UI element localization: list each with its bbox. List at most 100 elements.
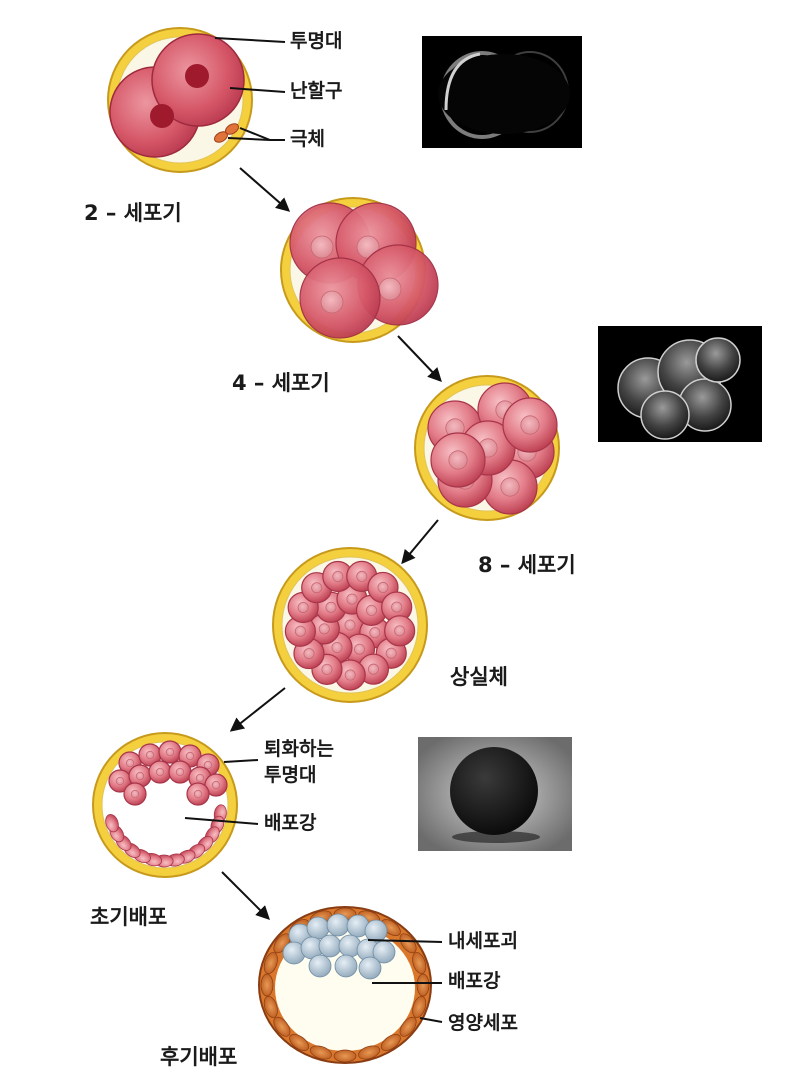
- eight-cell-blastomere-8-nucleus: [520, 415, 540, 435]
- micrograph-early-blastocyst-shadow: [452, 831, 540, 843]
- morula-cell-20-nucleus: [391, 601, 403, 613]
- morula-cell-11-nucleus: [344, 669, 356, 681]
- arrow-2-to-4-cell: [239, 167, 291, 212]
- morula-cell-3-nucleus: [353, 643, 365, 655]
- early-blastocyst-inner-cell-10-nucleus: [195, 773, 205, 783]
- morula-cell-14-nucleus: [294, 625, 306, 637]
- leader-blastomere: [229, 87, 286, 93]
- micrograph-4-cell-blob-5: [695, 337, 741, 383]
- stage-label-early-blastocyst: 초기배포: [90, 905, 168, 929]
- trophoblast-cell-19: [399, 933, 417, 954]
- inner-cell-mass-cell-3: [326, 913, 350, 937]
- morula-cell-8-nucleus: [365, 604, 377, 616]
- early-blastocyst-inner-cell-12-nucleus: [130, 789, 140, 799]
- four-cell-nucleus-c: [378, 277, 402, 301]
- morula-cell-19-nucleus: [377, 581, 389, 593]
- trophoblast-cell-8: [289, 1034, 310, 1051]
- leader-inner-cell-mass: [367, 939, 443, 943]
- morula-cell-9-nucleus: [385, 647, 397, 659]
- two-cell-nucleus-right: [185, 64, 209, 88]
- trophoblast-cell-5: [358, 1045, 381, 1060]
- trophoblast-cell-3: [399, 1016, 417, 1037]
- morula-cell-12-nucleus: [321, 663, 333, 675]
- morula-cell-15-nucleus: [297, 601, 309, 613]
- inner-cell-mass-cell-13: [334, 954, 358, 978]
- early-blastocyst-inner-cell-1-nucleus: [125, 758, 135, 768]
- four-cell-nucleus-a: [310, 235, 334, 259]
- early-blastocyst-inner-cell-2-nucleus: [145, 750, 155, 760]
- morula-cell-6-nucleus: [325, 601, 337, 613]
- micrograph-2-cell-highlight: [444, 52, 481, 111]
- early-blastocyst-inner-cell-4-nucleus: [185, 751, 195, 761]
- trophoblast-cell-7: [309, 1045, 332, 1060]
- trophoblast-cell-9: [273, 1016, 291, 1037]
- leader-trophoblast: [419, 1017, 443, 1023]
- early-blastocyst-inner-cell-7-nucleus: [135, 771, 145, 781]
- morula-cell-18-nucleus: [356, 570, 368, 582]
- stage-label-2-cell: 2 – 세포기: [84, 201, 182, 225]
- morula-cell-4-nucleus: [331, 642, 343, 654]
- trophoblast-cell-18: [380, 919, 401, 936]
- arrow-4-to-8-cell: [397, 335, 442, 383]
- eight-cell-blastomere-4-nucleus: [500, 477, 520, 497]
- inner-cell-mass-cell-8: [318, 934, 342, 958]
- leader-zona-pellucida: [214, 37, 286, 43]
- label-trophoblast: 영양세포: [448, 1012, 518, 1034]
- label-polar-bodies: 극체: [290, 128, 325, 150]
- arrow-8-cell-to-morula: [401, 519, 439, 565]
- stage-label-8-cell: 8 – 세포기: [478, 553, 576, 577]
- trophoblast-cell-4: [380, 1034, 401, 1051]
- morula-cell-13-nucleus: [303, 648, 315, 660]
- label-degenerating-zona-1: 퇴화하는: [264, 738, 334, 760]
- polar-body-2: [225, 123, 239, 135]
- early-blastocyst-inner-cell-9-nucleus: [175, 767, 185, 777]
- eight-cell-blastomere-7-nucleus: [448, 450, 468, 470]
- early-blastocyst-inner-cell-8-nucleus: [155, 767, 165, 777]
- micrograph-4-cell-blob-4: [640, 390, 690, 440]
- label-inner-cell-mass: 내세포괴: [448, 930, 518, 952]
- morula-cell-17-nucleus: [332, 571, 344, 583]
- morula-cell-7-nucleus: [346, 593, 358, 605]
- leader-blastocoel-early: [184, 817, 259, 825]
- label-zona-pellucida: 투명대: [290, 30, 343, 52]
- leader-polar-body-1: [239, 127, 271, 141]
- early-blastocyst-inner-cell-11-nucleus: [211, 780, 221, 790]
- trophoblast-cell-11: [260, 973, 274, 997]
- arrow-morula-to-early-blastocyst: [229, 687, 286, 732]
- trophoblast-cell-20: [412, 952, 427, 975]
- early-blastocyst-inner-cell-13-nucleus: [193, 789, 203, 799]
- trophoblast-cell-12: [263, 952, 278, 975]
- trophoblast-cell-10: [263, 995, 278, 1018]
- morula-cell-16-nucleus: [311, 582, 323, 594]
- arrow-early-to-late-blastocyst: [221, 871, 270, 920]
- four-cell-nucleus-d: [320, 290, 344, 314]
- label-blastomere: 난할구: [290, 80, 343, 102]
- label-blastocoel-early: 배포강: [264, 812, 317, 834]
- micrograph-2-cell-body: [438, 54, 570, 134]
- trophoblast-cell-6: [333, 1049, 357, 1063]
- inner-cell-mass-cell-14: [358, 956, 382, 980]
- early-blastocyst-inner-cell-3-nucleus: [165, 747, 175, 757]
- early-blastocyst-inner-cell-6-nucleus: [115, 776, 125, 786]
- inner-cell-mass-cell-12: [308, 954, 332, 978]
- label-degenerating-zona-2: 투명대: [264, 764, 317, 786]
- leader-degenerating-zona: [223, 759, 259, 763]
- morula-cell-2-nucleus: [369, 627, 381, 639]
- early-blastocyst-inner-cell-5-nucleus: [203, 760, 213, 770]
- morula-cell-1-nucleus: [344, 619, 356, 631]
- morula-cell-10-nucleus: [367, 663, 379, 675]
- stage-label-4-cell: 4 – 세포기: [232, 371, 330, 395]
- two-cell-nucleus-left: [150, 104, 174, 128]
- leader-polar-body-2: [227, 137, 271, 141]
- stage-label-morula: 상실체: [450, 665, 508, 689]
- label-blastocoel-late: 배포강: [448, 970, 501, 992]
- morula-cell-5-nucleus: [318, 623, 330, 635]
- stage-label-late-blastocyst: 후기배포: [160, 1045, 238, 1069]
- trophoblast-cell-1: [416, 973, 430, 997]
- early-blastocyst-rim-cell-14: [105, 814, 119, 833]
- trophoblast-cell-2: [412, 995, 427, 1018]
- micrograph-early-blastocyst-sphere: [450, 747, 538, 835]
- morula-cell-21-nucleus: [394, 625, 406, 637]
